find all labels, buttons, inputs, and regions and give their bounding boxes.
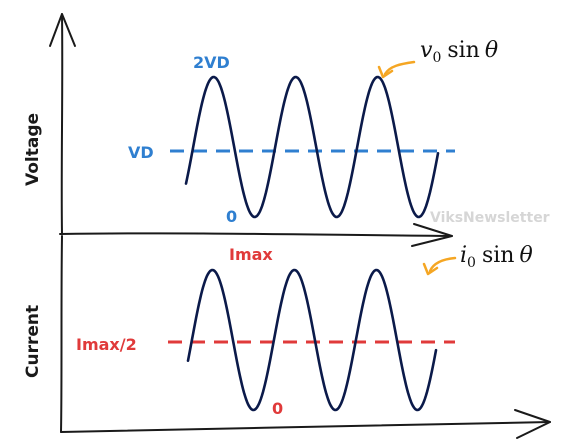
voltage-y-axis [60, 13, 64, 235]
current-x-axis-arrowhead [514, 409, 551, 439]
voltage-min-label: 0 [226, 207, 237, 226]
current-axis-label: Current [23, 305, 43, 378]
voltage-sine-wave [184, 75, 440, 219]
current-callout-arrowhead [422, 262, 439, 276]
voltage-callout-arrow [383, 60, 416, 76]
voltage-y-axis-arrowhead [49, 13, 76, 47]
current-y-axis [60, 235, 63, 433]
current-formula-var: i [460, 243, 467, 268]
voltage-mid-label: VD [128, 143, 154, 162]
voltage-x-axis [59, 232, 453, 237]
voltage-formula-var: v [420, 38, 433, 63]
voltage-axis-label: Voltage [23, 113, 43, 186]
current-max-label: Imax [229, 245, 273, 264]
voltage-x-axis-arrowhead [411, 223, 453, 247]
current-formula-func: sin [482, 243, 515, 268]
voltage-callout-arrowhead [377, 65, 394, 79]
current-sine-wave [186, 268, 438, 412]
watermark: ViksNewsletter [430, 210, 550, 226]
voltage-formula-arg: θ [485, 38, 498, 63]
current-min-label: 0 [272, 399, 283, 418]
voltage-formula-func: sin [447, 38, 480, 63]
current-callout-arrow [428, 256, 457, 273]
current-formula-sub: 0 [467, 255, 476, 271]
voltage-formula-sub: 0 [432, 50, 441, 66]
current-x-axis [60, 421, 551, 433]
current-formula-arg: θ [519, 243, 532, 268]
voltage-max-label: 2VD [193, 53, 230, 72]
current-mid-label: Imax/2 [76, 335, 137, 354]
